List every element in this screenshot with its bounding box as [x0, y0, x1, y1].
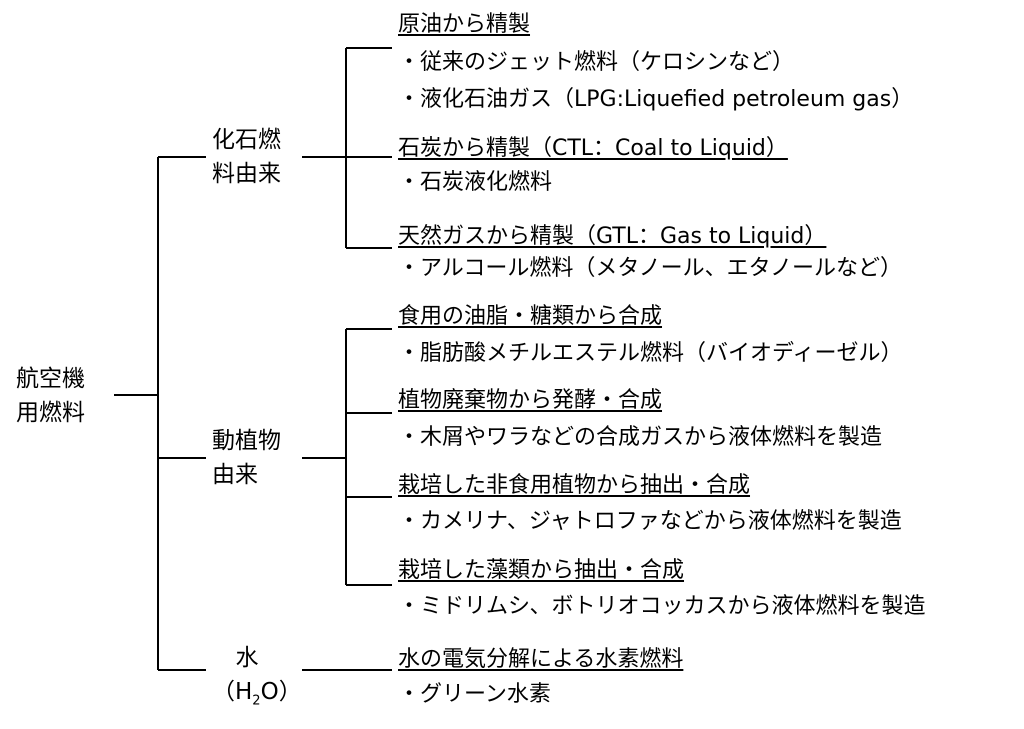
formula-sub: 2: [252, 693, 261, 709]
method-title: 水の電気分解による水素燃料: [398, 647, 684, 672]
category-bio-line1: 動植物: [212, 428, 281, 454]
category-water: 水 （H2O）: [212, 641, 302, 719]
product-item: ・アルコール燃料（メタノール、エタノールなど）: [398, 256, 903, 281]
method-title: 栽培した藻類から抽出・合成: [398, 558, 685, 583]
product-item: ・従来のジェット燃料（ケロシンなど）: [398, 50, 795, 75]
product-item: ・石炭液化燃料: [398, 170, 553, 195]
root-label-line1: 航空機: [16, 366, 85, 392]
product-item: ・液化石油ガス（LPG:Liquefied petroleum gas）: [398, 87, 914, 112]
method-title: 原油から精製: [398, 12, 531, 37]
method-title: 石炭から精製（CTL：Coal to Liquid）: [398, 136, 788, 161]
root-node: 航空機 用燃料: [16, 362, 85, 430]
product-item: ・カメリナ、ジャトロファなどから液体燃料を製造: [398, 509, 902, 534]
formula-o: O: [260, 679, 279, 705]
category-fossil: 化石燃 料由来: [212, 123, 281, 191]
category-bio-line2: 由来: [212, 462, 258, 488]
category-water-formula: （H2O）: [212, 679, 302, 709]
product-item: ・木屑やワラなどの合成ガスから液体燃料を製造: [398, 425, 883, 450]
product-item: ・ミドリムシ、ボトリオコッカスから液体燃料を製造: [398, 594, 926, 619]
category-bio: 動植物 由来: [212, 424, 281, 492]
method-title: 天然ガスから精製（GTL：Gas to Liquid）: [398, 224, 827, 249]
method-title: 植物廃棄物から発酵・合成: [398, 388, 663, 413]
method-title: 栽培した非食用植物から抽出・合成: [398, 473, 751, 498]
root-label-line2: 用燃料: [16, 400, 85, 426]
category-fossil-line1: 化石燃: [212, 127, 281, 153]
formula-h: H: [235, 679, 253, 705]
product-item: ・グリーン水素: [398, 682, 551, 707]
category-fossil-line2: 料由来: [212, 161, 281, 187]
product-item: ・脂肪酸メチルエステル燃料（バイオディーゼル）: [398, 341, 903, 366]
category-water-line1: 水: [235, 645, 259, 671]
method-title: 食用の油脂・糖類から合成: [398, 304, 663, 329]
